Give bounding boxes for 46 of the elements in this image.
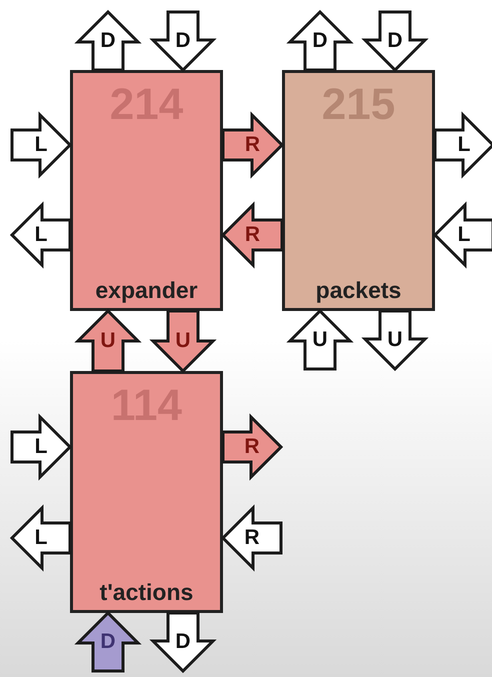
edge-label: U [175, 329, 191, 353]
edge-label: U [100, 329, 116, 353]
module-name: t'actions [100, 578, 194, 606]
edge-label: L [34, 526, 48, 550]
block-arrow [10, 111, 72, 179]
edge-label: D [312, 29, 328, 53]
module-name: expander [95, 276, 198, 304]
block-arrow [149, 612, 217, 674]
edge-label: L [34, 223, 48, 247]
block-arrow [361, 310, 429, 372]
edge-label: D [100, 630, 116, 654]
block-arrow [10, 504, 72, 572]
edge-label: D [100, 29, 116, 53]
block-arrow [434, 111, 492, 179]
edge-label: L [458, 223, 470, 247]
block-arrow [10, 201, 72, 269]
block-arrow [149, 10, 217, 72]
block-arrow [432, 201, 492, 269]
edge-label: D [175, 29, 191, 53]
edge-label: D [387, 29, 403, 53]
block-arrow [149, 310, 217, 374]
block-arrow [74, 610, 142, 672]
edge-label: U [387, 328, 403, 352]
block-arrow [286, 308, 354, 370]
block-arrow [220, 504, 282, 572]
block-arrow [222, 413, 284, 481]
edge-label: U [312, 328, 328, 352]
edge-label: L [34, 435, 48, 459]
edge-label: R [244, 223, 260, 247]
edge-label: R [244, 435, 260, 459]
edge-label: D [175, 630, 191, 654]
block-arrow [286, 10, 354, 72]
block-arrow [74, 308, 142, 372]
block-arrow [222, 111, 284, 179]
module-name: packets [316, 276, 402, 304]
edge-label: L [34, 133, 48, 157]
module-box [70, 70, 223, 311]
edge-label: R [244, 526, 260, 550]
block-arrow [361, 10, 429, 72]
block-arrow [74, 10, 142, 72]
block-arrow [220, 201, 284, 269]
module-box [282, 70, 435, 311]
edge-label: R [244, 133, 260, 157]
module-box [70, 371, 223, 613]
edge-label: L [458, 133, 470, 157]
block-arrow [10, 413, 72, 481]
